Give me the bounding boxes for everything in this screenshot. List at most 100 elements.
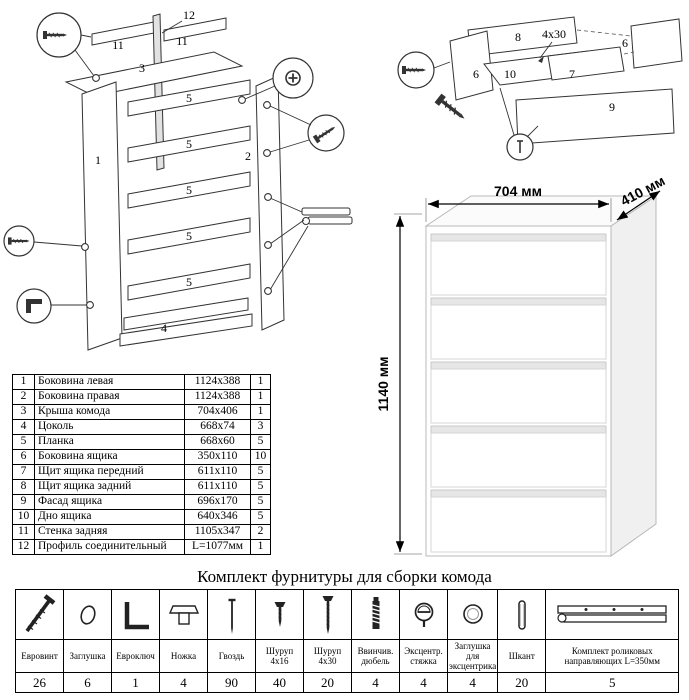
part-size: 704x406 xyxy=(184,404,251,420)
part-num: 1 xyxy=(12,374,35,390)
cam-lock-icon xyxy=(414,602,433,627)
parts-table-row: 11 Стенка задняя 1105x347 2 xyxy=(12,524,271,540)
part-qty: 5 xyxy=(250,464,271,480)
screw-dowel-icon xyxy=(371,596,380,629)
hardware-item-qty: 4 xyxy=(351,672,400,694)
hardware-item-name: Шуруп 4x30 xyxy=(303,638,352,674)
slat-panel xyxy=(127,79,251,117)
part-num: 4 xyxy=(12,419,35,435)
part-size: 1124x388 xyxy=(184,374,251,390)
parts-table-row: 10 Дно ящика 640x346 5 xyxy=(12,509,271,525)
part-label-drawer-back: 8 xyxy=(515,30,521,44)
hardware-item-name: Ввинчив. дюбель xyxy=(351,638,400,674)
part-num: 8 xyxy=(12,479,35,495)
parts-table-row: 8 Щит ящика задний 611x110 5 xyxy=(12,479,271,495)
part-label-slat: 5 xyxy=(186,137,192,151)
part-label-profile: 12 xyxy=(183,8,195,22)
hardware-icon-cell xyxy=(545,589,680,640)
parts-table-row: 1 Боковина левая 1124x388 1 xyxy=(12,374,271,390)
drawer-front xyxy=(430,233,607,296)
drawer-side-panel xyxy=(449,30,494,101)
hardware-item-qty: 4 xyxy=(399,672,448,694)
leg-icon xyxy=(168,604,199,625)
part-name: Боковина правая xyxy=(34,389,185,405)
slat-panel xyxy=(127,171,251,209)
part-num: 3 xyxy=(12,404,35,420)
part-label-top: 3 xyxy=(139,61,145,75)
part-label-side-left: 1 xyxy=(95,153,101,167)
part-size: 696x170 xyxy=(184,494,251,510)
part-label-slat: 5 xyxy=(186,183,192,197)
height-dimension: 1140 мм xyxy=(375,357,391,412)
drawer-front-panel xyxy=(547,46,625,81)
part-num: 5 xyxy=(12,434,35,450)
part-qty: 10 xyxy=(250,449,271,465)
width-dimension: 704 мм xyxy=(494,183,542,199)
hardware-item-qty: 40 xyxy=(255,672,304,694)
screw-size-note: 4x30 xyxy=(542,27,566,41)
part-num: 6 xyxy=(12,449,35,465)
part-label-drawer-side: 6 xyxy=(473,67,479,81)
hardware-item-qty: 5 xyxy=(545,672,680,694)
drawer-front xyxy=(430,425,607,488)
part-qty: 5 xyxy=(250,434,271,450)
part-label-drawer-bottom: 10 xyxy=(504,67,516,81)
slat-panel xyxy=(127,217,251,255)
hardware-item-qty: 1 xyxy=(111,672,160,694)
hardware-item-name: Эксцентр. стяжка xyxy=(399,638,448,674)
hex-key-icon xyxy=(124,601,149,629)
hardware-item-qty: 90 xyxy=(207,672,256,694)
part-size: 668x60 xyxy=(184,434,251,450)
hardware-icon-cell xyxy=(207,589,256,640)
hardware-icons-row xyxy=(15,589,680,640)
part-num: 10 xyxy=(12,509,35,525)
slat-panel xyxy=(127,263,251,301)
hardware-item-name: Комплект роликовых направляющих L=350мм xyxy=(545,638,680,674)
part-qty: 5 xyxy=(250,494,271,510)
hardware-item-name: Шкант xyxy=(497,638,547,674)
part-name: Фасад ящика xyxy=(34,494,185,510)
chest-exploded-diagram: 12 11 11 3 1 2 5 5 5 5 5 4 xyxy=(3,8,353,351)
part-size: 611x110 xyxy=(184,479,251,495)
part-label-back: 11 xyxy=(176,34,188,48)
part-label-plinth: 4 xyxy=(161,321,167,335)
parts-table-row: 9 Фасад ящика 696x170 5 xyxy=(12,494,271,510)
hardware-icon-cell xyxy=(63,589,112,640)
hardware-item-qty: 26 xyxy=(15,672,64,694)
hardware-item-name: Гвоздь xyxy=(207,638,256,674)
part-size: 611x110 xyxy=(184,464,251,480)
part-qty: 1 xyxy=(250,404,271,420)
part-label-slat: 5 xyxy=(186,229,192,243)
drawer-slide-detail xyxy=(264,193,353,295)
hardware-icon-cell xyxy=(111,589,160,640)
part-qty: 1 xyxy=(250,389,271,405)
hardware-item-name: Заглушка для эксцентрика xyxy=(446,638,499,674)
connecting-profile xyxy=(152,13,165,171)
part-size: 1124x388 xyxy=(184,389,251,405)
drawer-facade-panel xyxy=(515,88,675,145)
part-size: 640x346 xyxy=(184,509,251,525)
slat-panel xyxy=(127,125,251,163)
part-name: Цоколь xyxy=(34,419,185,435)
plinth-panel xyxy=(123,297,249,331)
euro-screw-icon xyxy=(25,593,55,632)
hardware-item-name: Евровинт xyxy=(15,638,64,674)
part-label-back: 11 xyxy=(112,38,124,52)
part-label-drawer-facade: 9 xyxy=(609,100,615,114)
hardware-item-qty: 4 xyxy=(159,672,208,694)
drawer-exploded-diagram: 8 4x30 6 6 10 7 9 xyxy=(397,16,683,161)
hardware-item-qty: 20 xyxy=(497,672,547,694)
bracket-icon xyxy=(26,299,42,313)
hardware-qty-row: 26 6 1 4 90 40 20 4 4 4 20 5 xyxy=(15,672,680,694)
cam-cap-icon xyxy=(462,603,483,624)
right-side-panel xyxy=(255,75,285,331)
chest-right-side xyxy=(610,195,657,557)
nail-icon xyxy=(228,598,235,634)
part-label-drawer-front: 7 xyxy=(569,67,575,81)
screw-4x30-icon xyxy=(322,595,333,634)
hardware-icon-cell xyxy=(15,589,64,640)
drawer-front xyxy=(430,489,607,553)
part-num: 12 xyxy=(12,539,35,555)
hardware-item-qty: 4 xyxy=(446,672,499,694)
hardware-table: Евровинт Заглушка Евроключ Ножка Гвоздь … xyxy=(15,589,680,694)
